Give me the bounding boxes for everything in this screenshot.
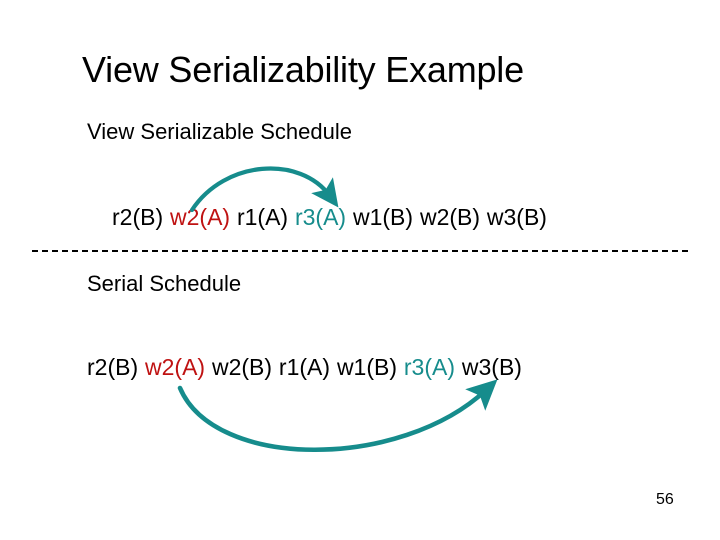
view-schedule-op-3: r3(A) <box>294 204 347 230</box>
view-schedule-operations: r2(B)w2(A)r1(A)r3(A)w1(B)w2(B)w3(B) <box>112 202 547 232</box>
view-schedule-op-2: r1(A) <box>236 204 289 230</box>
view-schedule-heading: View Serializable Schedule <box>87 119 352 144</box>
serial-schedule-op-4: w1(B) <box>336 354 397 380</box>
serial-schedule-op-2: w2(B) <box>211 354 273 380</box>
view-schedule-op-5: w2(B) <box>419 204 481 230</box>
serial-schedule-heading: Serial Schedule <box>87 271 242 296</box>
page-title: View Serializability Example <box>82 49 524 90</box>
section-divider <box>32 250 688 252</box>
serial-schedule-op-1: w2(A) <box>145 354 206 380</box>
dependency-arrow-serial <box>177 379 498 453</box>
page-number: 56 <box>656 491 674 508</box>
serial-schedule-operations: r2(B)w2(A)w2(B)r1(A)w1(B)r3(A)w3(B) <box>87 352 522 382</box>
view-schedule-op-6: w3(B) <box>486 204 547 230</box>
view-schedule-op-1: w2(A) <box>170 204 231 230</box>
view-schedule-op-4: w1(B) <box>353 204 414 230</box>
serial-schedule-op-3: r1(A) <box>278 354 331 380</box>
serial-schedule-op-6: w3(B) <box>461 354 522 380</box>
serial-schedule-op-0: r2(B) <box>87 354 139 380</box>
serial-schedule-op-5: r3(A) <box>403 354 456 380</box>
view-schedule-op-0: r2(B) <box>112 204 164 230</box>
